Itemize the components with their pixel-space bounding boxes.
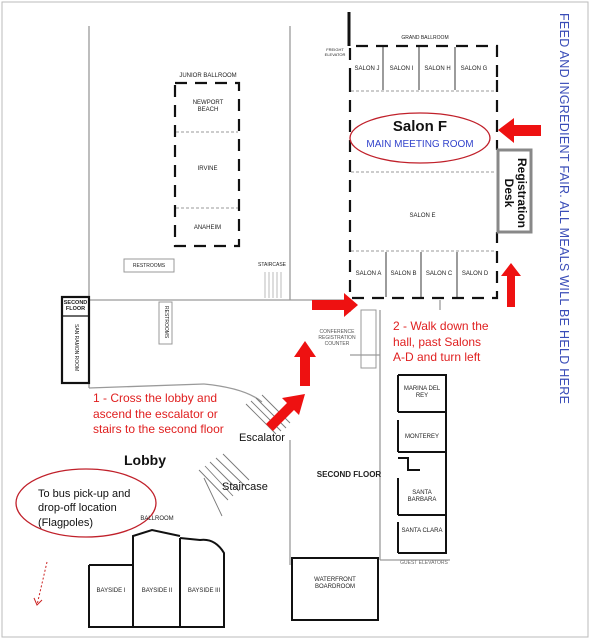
instruction-step-2: 2 - Walk down the hall, past Salons A-D …: [393, 319, 489, 366]
santa-barbara-label: SANTA BARBARA: [407, 490, 437, 503]
salon-f-subtitle: MAIN MEETING ROOM: [366, 139, 474, 150]
bus-direction-arrow: [33, 561, 48, 606]
restrooms-label-2: RESTROOMS: [163, 306, 169, 339]
salon-b-label: SALON B: [390, 271, 417, 277]
instruction-step-1-line-3: stairs to the second floor: [93, 422, 224, 437]
arrow-up-right: [501, 263, 521, 307]
bus-note-line-2: drop-off location: [38, 502, 117, 515]
bus-location-note: To bus pick-up and drop-off location (Fl…: [38, 487, 130, 530]
instruction-step-2-line-2: hall, past Salons: [393, 334, 482, 349]
bayside-1-label: BAYSIDE I: [96, 588, 126, 594]
bayside-3-label: BAYSIDE III: [187, 588, 221, 594]
staircase-small-label: STAIRCASE: [258, 262, 286, 268]
conference-registration-label: CONFERENCE REGISTRATION COUNTER: [318, 329, 356, 347]
irvine-label: IRVINE: [197, 166, 218, 172]
santa-clara-label: SANTA CLARA: [401, 528, 443, 534]
waterfront-boardroom-label: WATERFRONT BOARDROOM: [314, 577, 356, 590]
right-rooms: [397, 374, 447, 554]
arrow-left-salon-f: [498, 118, 541, 143]
grand-ballroom-outline: [348, 44, 499, 300]
salon-e-label: SALON E: [409, 213, 436, 219]
salon-h-label: SALON H: [424, 66, 451, 72]
bayside-2-label: BAYSIDE II: [141, 588, 173, 594]
restrooms-label-1: RESTROOMS: [132, 263, 166, 269]
junior-ballroom-outline: [173, 81, 241, 248]
salon-dividers-top: [382, 47, 456, 90]
salon-f-ellipse: [349, 112, 491, 164]
salon-a-label: SALON A: [355, 271, 382, 277]
staircase-hatch: [198, 453, 250, 517]
salon-dividers-bottom: [385, 252, 458, 297]
marina-del-rey-label: MARINA DEL REY: [403, 386, 441, 399]
junior-ballroom-label: JUNIOR BALLROOM: [179, 73, 237, 79]
direction-arrows: [266, 118, 541, 431]
salon-d-label: SALON D: [461, 271, 489, 277]
arrow-diagonal-escalator: [266, 394, 305, 431]
ballroom-label: BALLROOM: [140, 516, 174, 522]
bus-note-line-3: (Flagpoles): [38, 516, 94, 529]
escalator-label: Escalator: [239, 432, 285, 444]
san-ramon-label: SAN RAMON ROOM: [73, 324, 79, 372]
registration-counter: [360, 309, 377, 369]
restrooms-box-2: [158, 301, 173, 345]
second-floor-big-label: SECOND FLOOR: [316, 470, 382, 479]
meals-banner: FEED AND INGREDIENT FAIR. ALL MEALS WILL…: [557, 13, 571, 405]
san-ramon-box: [60, 295, 91, 385]
building-walls: [88, 26, 450, 565]
staircase-label: Staircase: [222, 481, 268, 493]
grand-ballroom-internal: [351, 90, 496, 252]
instruction-step-1-line-2: ascend the escalator or: [93, 406, 218, 421]
bus-note-line-1: To bus pick-up and: [38, 488, 131, 500]
waterfront-boardroom-box: [291, 557, 379, 621]
freight-elevator-label: FREIGHT ELEVATOR: [324, 47, 346, 57]
salon-f-title: Salon F: [392, 118, 448, 135]
bottom-ballroom-outline: [88, 528, 225, 628]
registration-desk-box: [496, 148, 533, 234]
guest-elevators-label: GUEST ELEVATORS: [400, 560, 448, 566]
instruction-step-2-line-1: 2 - Walk down the: [393, 319, 489, 333]
staircase-small-lines: [264, 272, 282, 298]
bus-ellipse: [15, 468, 157, 538]
salon-i-label: SALON I: [389, 66, 414, 72]
salon-g-label: SALON G: [460, 66, 488, 72]
newport-beach-label: NEWPORT BEACH: [192, 100, 224, 113]
arrow-up-middle: [294, 341, 316, 386]
anaheim-label: ANAHEIM: [193, 225, 222, 231]
lobby-label: Lobby: [124, 452, 166, 468]
instruction-step-1: 1 - Cross the lobby and ascend the escal…: [93, 391, 224, 438]
second-floor-small-label: SECOND FLOOR: [63, 300, 88, 313]
instruction-step-2-line-3: A-D and turn left: [393, 350, 481, 365]
instruction-step-1-line-1: 1 - Cross the lobby and: [93, 391, 218, 405]
salon-j-label: SALON J: [354, 66, 380, 72]
arrow-right-counter: [312, 293, 358, 317]
grand-ballroom-label: GRAND BALLROOM: [401, 35, 449, 41]
restrooms-box-1: [123, 258, 175, 273]
salon-c-label: SALON C: [425, 271, 453, 277]
registration-desk-label: Registration Desk: [501, 157, 529, 228]
monterey-label: MONTEREY: [404, 434, 439, 440]
